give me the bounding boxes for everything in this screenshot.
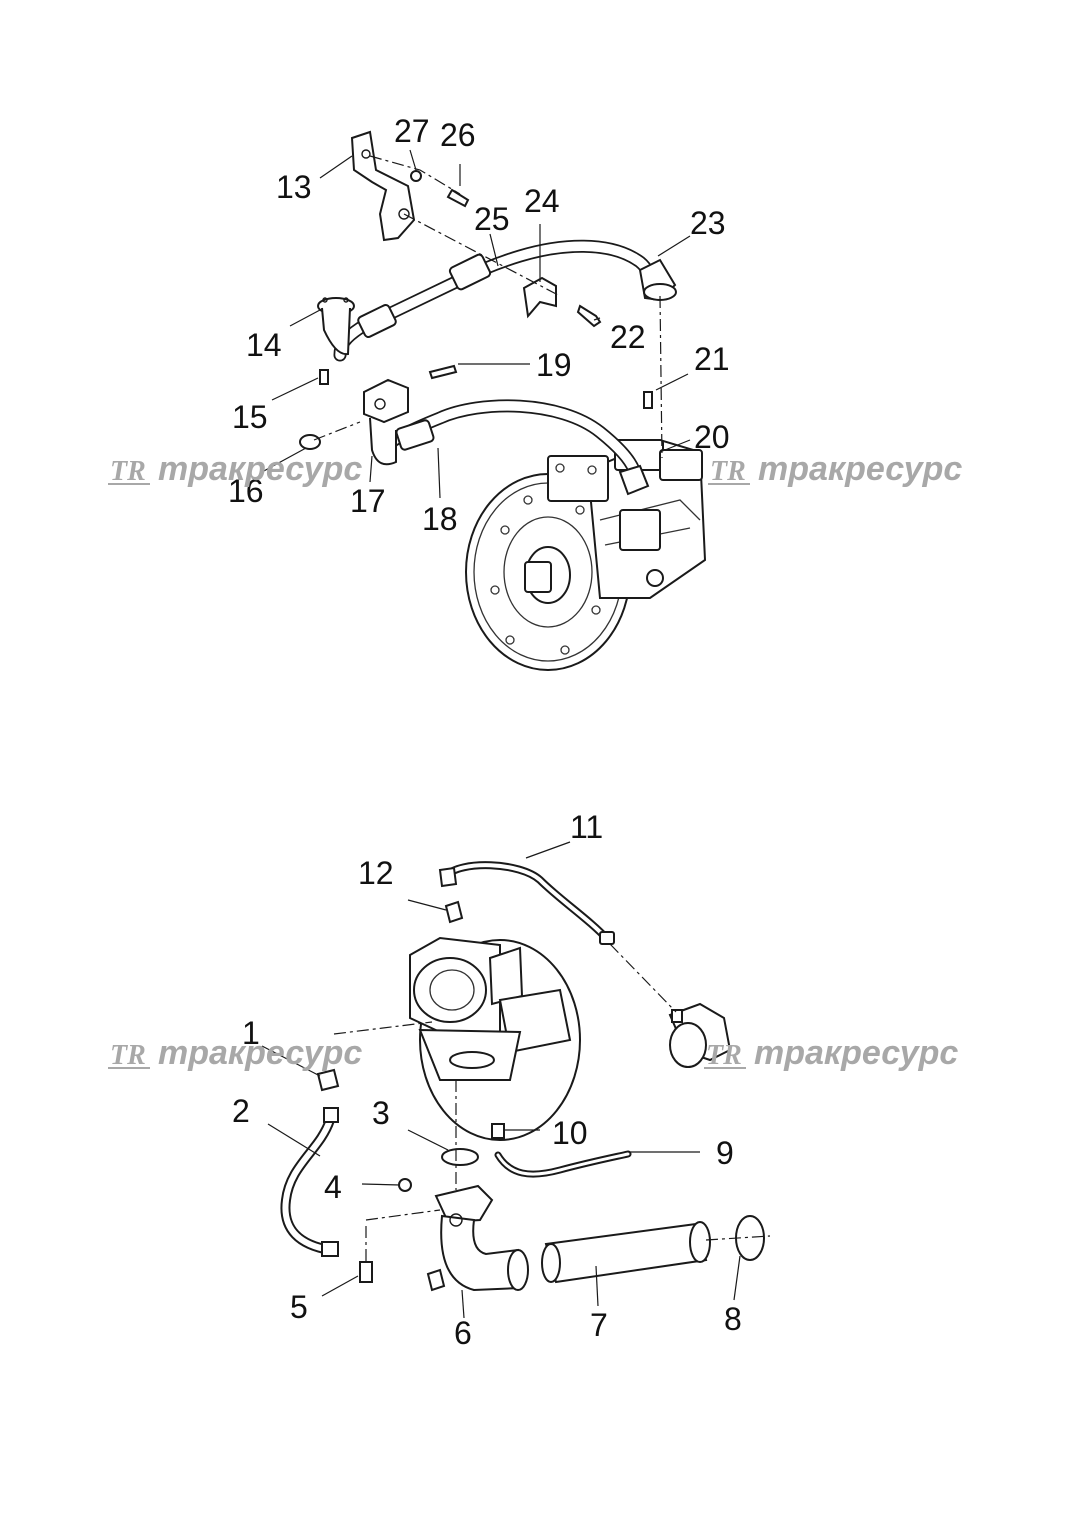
watermark-text: тракресурс <box>158 1034 362 1072</box>
bolt-5 <box>359 1261 373 1283</box>
callout-12: 12 <box>358 855 394 891</box>
pressure-hose <box>317 239 677 362</box>
watermark-logo: TR <box>710 456 746 487</box>
callout-14: 14 <box>246 327 282 363</box>
callout-25: 25 <box>474 201 510 237</box>
callout-23: 23 <box>690 205 726 241</box>
callout-3: 3 <box>372 1095 390 1131</box>
callout-4: 4 <box>324 1169 342 1205</box>
callout-24: 24 <box>524 183 560 219</box>
callout-13: 13 <box>276 169 312 205</box>
bolt-15 <box>319 369 329 385</box>
callout-5: 5 <box>290 1289 308 1325</box>
watermark-text: тракресурс <box>158 450 362 488</box>
hose-2 <box>280 1107 339 1257</box>
callout-21: 21 <box>694 341 730 377</box>
fitting-1 <box>316 1068 340 1092</box>
watermark-bottom-left: TR тракресурс <box>108 1034 362 1072</box>
pipe-7 <box>541 1221 711 1284</box>
callout-6: 6 <box>454 1315 472 1351</box>
top-assembly <box>299 130 707 671</box>
bolt-26 <box>446 188 470 208</box>
watermark-top-right: TR тракресурс <box>708 450 962 488</box>
callout-18: 18 <box>422 501 458 537</box>
bolt-21 <box>643 391 653 409</box>
o-ring-3 <box>441 1148 479 1166</box>
callout-16: 16 <box>228 473 264 509</box>
watermark-text: тракресурс <box>754 1034 958 1072</box>
main-pump <box>465 438 707 671</box>
watermark-logo: TR <box>110 456 146 487</box>
fitting-12 <box>444 900 464 924</box>
leader-lines <box>261 149 741 1319</box>
callout-19: 19 <box>536 347 572 383</box>
watermark-logo: TR <box>110 1040 146 1071</box>
callout-1: 1 <box>242 1015 260 1051</box>
watermark-top-left: TR тракресурс <box>108 450 362 488</box>
callout-10: 10 <box>552 1115 588 1151</box>
clamp <box>522 276 557 319</box>
plug-4 <box>398 1178 412 1192</box>
callout-15: 15 <box>232 399 268 435</box>
o-ring <box>299 434 321 450</box>
fitting-10 <box>491 1123 505 1139</box>
bolt-19 <box>428 364 458 380</box>
callout-26: 26 <box>440 117 476 153</box>
filter-head <box>668 1002 732 1068</box>
callout-labels: 1 2 3 4 5 6 7 8 9 10 11 12 13 14 15 16 1… <box>228 113 742 1351</box>
callout-2: 2 <box>232 1093 250 1129</box>
bolt-22 <box>576 304 602 328</box>
hose-11 <box>438 861 615 945</box>
callout-27: 27 <box>394 113 430 149</box>
callout-20: 20 <box>694 419 730 455</box>
washer-27 <box>410 170 422 182</box>
bracket <box>350 130 416 242</box>
bottom-assembly <box>280 861 771 1292</box>
watermark-bottom-right: TR тракресурс <box>704 1034 958 1072</box>
callout-22: 22 <box>610 319 646 355</box>
callout-11: 11 <box>570 809 603 845</box>
suction-hose <box>363 378 650 496</box>
callout-7: 7 <box>590 1307 608 1343</box>
elbow-6 <box>426 1184 529 1292</box>
hose-9 <box>494 1150 632 1178</box>
gear-pump <box>409 936 581 1141</box>
watermark-logo: TR <box>706 1040 742 1071</box>
callout-9: 9 <box>716 1135 734 1171</box>
callout-17: 17 <box>350 483 386 519</box>
watermark-text: тракресурс <box>758 450 962 488</box>
callout-8: 8 <box>724 1301 742 1337</box>
